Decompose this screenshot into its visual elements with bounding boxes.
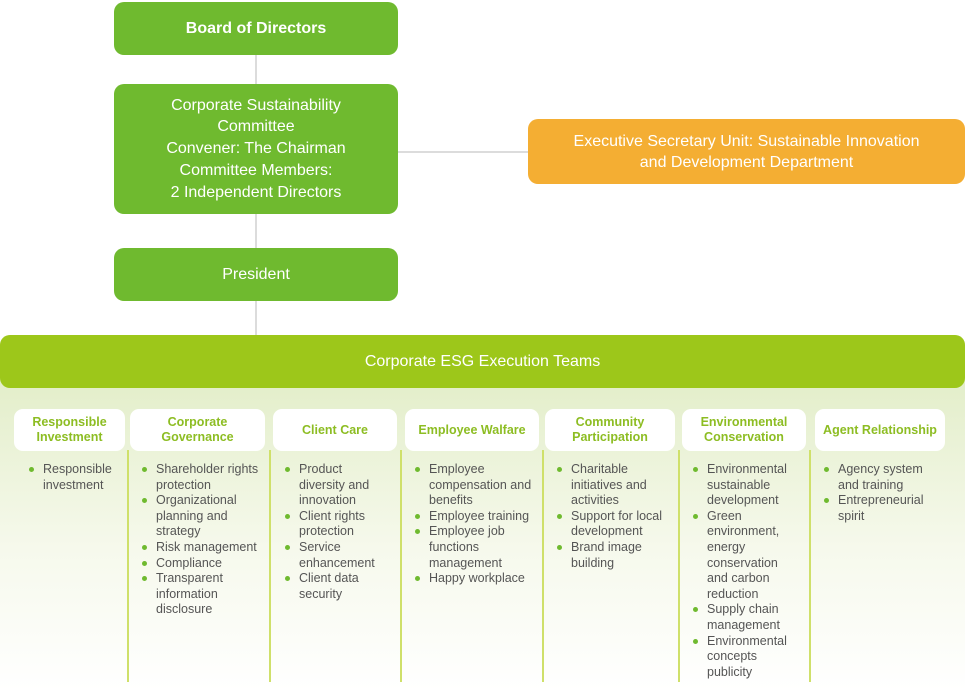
connector-board-committee [255, 55, 257, 84]
list-item: Responsible investment [28, 462, 124, 493]
list-item: Charitable initiatives and activities [556, 462, 678, 509]
secretary-line1: Executive Secretary Unit: Sustainable In… [573, 132, 920, 150]
team-list-client-care: Product diversity and innovation Client … [284, 462, 398, 602]
list-item: Supply chain management [692, 602, 804, 633]
board-of-directors-node: Board of Directors [114, 2, 398, 55]
committee-members-label: Committee Members: [179, 162, 333, 179]
column-divider [809, 450, 811, 682]
team-list-corporate-governance: Shareholder rights protection Organizati… [141, 462, 269, 618]
team-head-agent-relationship: Agent Relationship [815, 409, 945, 451]
committee-convener: Convener: The Chairman [166, 140, 346, 157]
esg-execution-teams-header: Corporate ESG Execution Teams [0, 335, 965, 388]
list-item: Transparent information disclosure [141, 571, 269, 618]
connector-committee-president [255, 214, 257, 248]
committee-title-line2: Committee [217, 118, 295, 135]
list-item: Environmental concepts publicity [692, 634, 804, 681]
list-item: Employee compensation and benefits [414, 462, 542, 509]
team-head-community-participation: Community Participation [545, 409, 675, 451]
list-item: Support for local development [556, 509, 678, 540]
connector-president-esg [255, 301, 257, 335]
esg-teams-panel [0, 335, 965, 691]
list-item: Agency system and training [823, 462, 953, 493]
column-divider [400, 450, 402, 682]
committee-members: 2 Independent Directors [170, 184, 342, 201]
executive-secretary-node: Executive Secretary Unit: Sustainable In… [528, 119, 965, 184]
committee-title-line1: Corporate Sustainability [171, 97, 341, 114]
column-divider [127, 450, 129, 682]
list-item: Employee job functions management [414, 524, 542, 571]
list-item: Organizational planning and strategy [141, 493, 269, 540]
team-title: Client Care [302, 422, 368, 437]
list-item: Employee training [414, 509, 542, 525]
list-item: Risk management [141, 540, 269, 556]
president-node: President [114, 248, 398, 301]
team-title: Agent Relationship [823, 422, 937, 437]
list-item: Green environment, energy conservation a… [692, 509, 804, 603]
team-list-agent-relationship: Agency system and training Entrepreneuri… [823, 462, 953, 524]
president-label: President [222, 265, 290, 283]
list-item: Brand image building [556, 540, 678, 571]
list-item: Compliance [141, 556, 269, 572]
list-item: Product diversity and innovation [284, 462, 398, 509]
team-title: Responsible Investment [32, 415, 107, 444]
team-title: Community Participation [572, 415, 648, 444]
connector-committee-secretary [398, 151, 528, 153]
team-head-corporate-governance: Corporate Governance [130, 409, 265, 451]
team-list-employee-walfare: Employee compensation and benefits Emplo… [414, 462, 542, 587]
team-head-environmental-conservation: Environmental Conservation [682, 409, 806, 451]
board-label: Board of Directors [185, 19, 327, 37]
team-head-responsible-investment: Responsible Investment [14, 409, 125, 451]
list-item: Service enhancement [284, 540, 398, 571]
team-head-client-care: Client Care [273, 409, 397, 451]
esg-label: Corporate ESG Execution Teams [364, 352, 601, 370]
list-item: Environmental sustainable development [692, 462, 804, 509]
column-divider [678, 450, 680, 682]
column-divider [542, 450, 544, 682]
sustainability-committee-node: Corporate Sustainability Committee Conve… [114, 84, 398, 214]
list-item: Entrepreneurial spirit [823, 493, 953, 524]
team-list-community-participation: Charitable initiatives and activities Su… [556, 462, 678, 571]
list-item: Shareholder rights protection [141, 462, 269, 493]
list-item: Happy workplace [414, 571, 542, 587]
team-list-environmental-conservation: Environmental sustainable development Gr… [692, 462, 804, 680]
list-item: Client data security [284, 571, 398, 602]
team-title: Environmental Conservation [700, 415, 788, 444]
list-item: Client rights protection [284, 509, 398, 540]
team-title: Corporate Governance [161, 415, 234, 444]
secretary-line2: and Development Department [639, 153, 854, 171]
column-divider [269, 450, 271, 682]
team-head-employee-walfare: Employee Walfare [405, 409, 539, 451]
team-list-responsible-investment: Responsible investment [28, 462, 124, 493]
team-title: Employee Walfare [418, 422, 526, 437]
